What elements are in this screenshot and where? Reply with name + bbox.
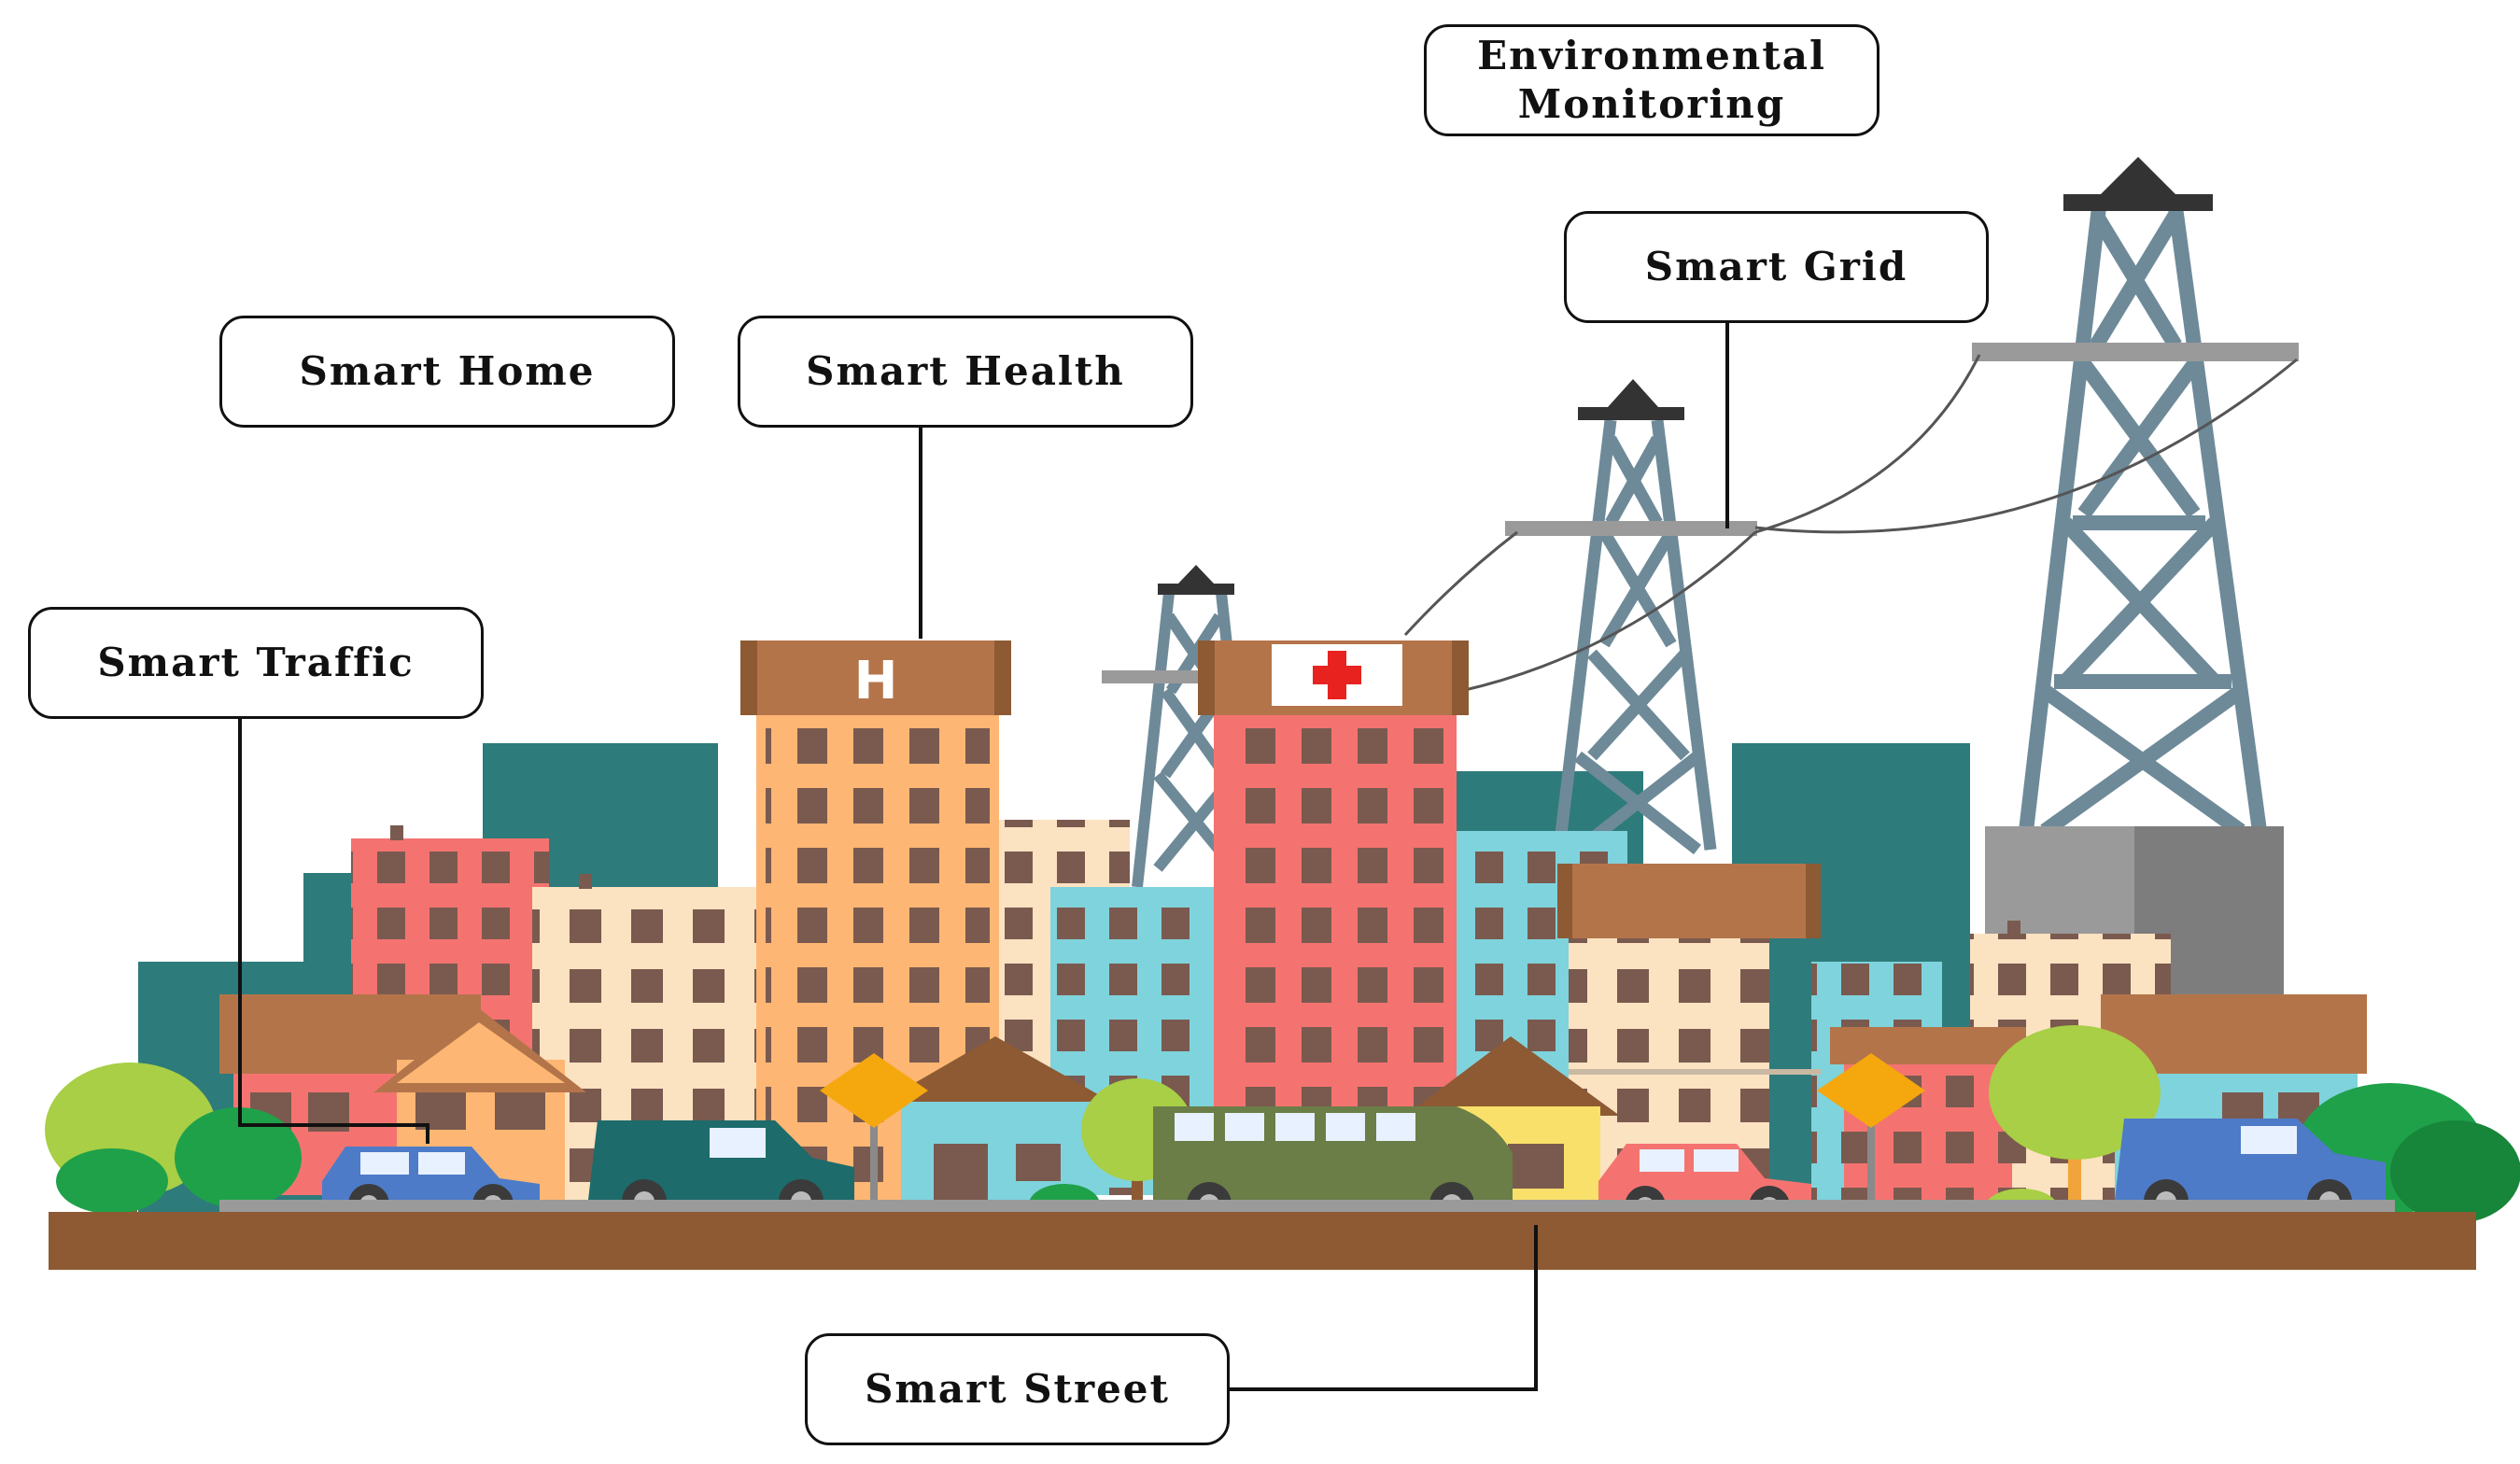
pylon-base-building xyxy=(1985,826,2284,1013)
road-sign-left xyxy=(820,1053,928,1214)
callout-smart-health: Smart Health xyxy=(738,316,1193,428)
red-cross-icon xyxy=(1313,651,1361,699)
callout-environmental-monitoring-line1: Environmental xyxy=(1477,32,1826,78)
street-pavement xyxy=(219,1200,2395,1213)
callout-smart-home: Smart Home xyxy=(219,316,675,428)
callout-environmental-monitoring: Environmental Monitoring xyxy=(1424,24,1879,136)
callout-smart-street: Smart Street xyxy=(805,1333,1230,1445)
power-lines xyxy=(1403,354,2298,693)
callout-smart-health-label: Smart Health xyxy=(806,347,1125,394)
callout-smart-street-label: Smart Street xyxy=(865,1365,1170,1412)
callout-environmental-monitoring-line2: Monitoring xyxy=(1517,81,1786,127)
callout-smart-home-label: Smart Home xyxy=(299,347,596,394)
power-pylon-large-top xyxy=(1972,157,2299,361)
callout-smart-grid: Smart Grid xyxy=(1564,211,1989,323)
connector-smart-street xyxy=(1228,1225,1538,1391)
callout-smart-traffic: Smart Traffic xyxy=(28,607,484,719)
callout-smart-traffic-label: Smart Traffic xyxy=(97,639,415,685)
power-pylon-large xyxy=(2019,205,2267,838)
street-ground xyxy=(49,1212,2476,1270)
power-pylon-small-top xyxy=(1158,565,1234,595)
connector-smart-traffic xyxy=(238,719,429,1144)
power-pylon-medium-top xyxy=(1505,379,1757,536)
trees xyxy=(45,1025,2520,1230)
power-pylon-medium xyxy=(1553,419,1717,855)
road-sign-right xyxy=(1817,1053,1925,1214)
callout-smart-grid-label: Smart Grid xyxy=(1644,243,1908,289)
hotel-sign-letter: H xyxy=(854,651,898,711)
callout-connectors xyxy=(238,323,1729,1391)
